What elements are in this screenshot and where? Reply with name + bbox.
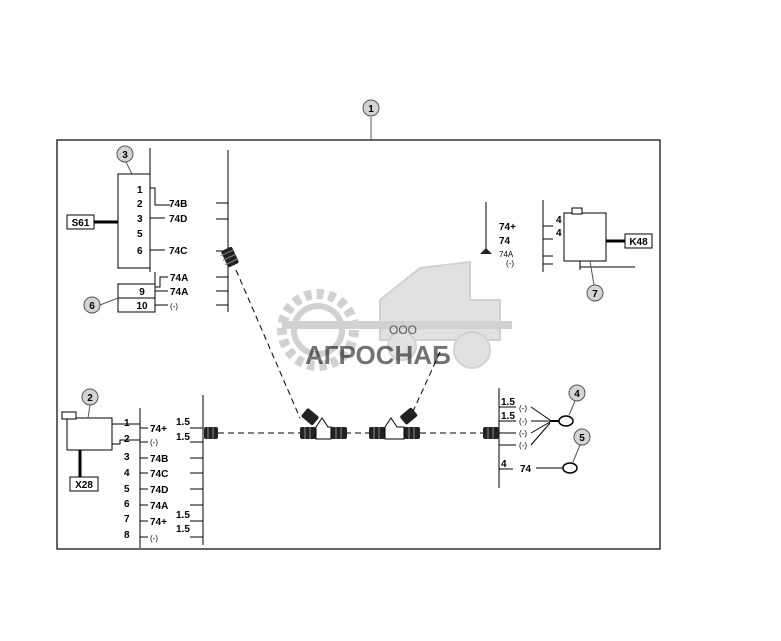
pin-label: 9 <box>139 287 145 298</box>
pin-label: 6 <box>124 499 130 510</box>
callout-3-label: 3 <box>122 150 128 161</box>
callout-1-label: 1 <box>368 104 374 115</box>
wire-label: 74A <box>170 273 188 284</box>
wire-size-label: 1.5 <box>501 397 515 408</box>
wire-label: 74D <box>169 214 187 225</box>
diagram-frame <box>56 139 661 550</box>
wire-label: 74+ <box>499 222 516 233</box>
harness-bar-right: 1.5 1.5 (-) (-) (-) (-) 4 74 4 5 <box>483 384 591 488</box>
harness-bar-top-left <box>216 150 239 312</box>
callout-1: 1 <box>362 99 380 140</box>
wire-label: 74A <box>150 501 168 512</box>
wire-size-label: 1.5 <box>176 432 190 443</box>
watermark-prefix: ООО <box>389 323 417 337</box>
watermark-logo <box>277 260 512 371</box>
wire-label: (-) <box>150 438 158 447</box>
tag-s61-label: S61 <box>72 218 90 229</box>
wire-label: 74 <box>499 236 511 247</box>
pin-label: 1 <box>124 418 130 429</box>
wire-label: 74B <box>169 199 187 210</box>
wire-label: (-) <box>506 259 514 268</box>
pin-label: 4 <box>556 215 562 226</box>
wire-size-label: 1.5 <box>176 510 190 521</box>
harness-bar-bottom-left: 1.5 1.5 1.5 1.5 <box>176 395 218 545</box>
wire-label: 74 <box>520 464 532 475</box>
wire-label: (-) <box>150 534 158 543</box>
callout-4-label: 4 <box>574 389 580 400</box>
wire-size-label: 1.5 <box>176 524 190 535</box>
pin-label: 5 <box>124 484 130 495</box>
wire-size-label: 1.5 <box>176 417 190 428</box>
y-splice-right <box>369 407 420 440</box>
tag-x28 <box>69 476 99 492</box>
pin-label: 4 <box>556 228 562 239</box>
wire-label: 74A <box>170 287 188 298</box>
pin-label: 1 <box>137 185 143 196</box>
watermark-brand: АГРОСНАБ <box>305 340 451 370</box>
wire-label: (-) <box>519 404 527 413</box>
callout-6-label: 6 <box>89 301 95 312</box>
ring-terminal-icon <box>558 415 574 427</box>
pin-label: 8 <box>124 530 130 541</box>
tag-k48 <box>624 233 653 249</box>
wire-label: (-) <box>519 441 527 450</box>
tag-x28-label: X28 <box>75 480 93 491</box>
pin-label: 4 <box>501 459 507 470</box>
pin-label: 10 <box>136 301 148 312</box>
wire-label: (-) <box>519 429 527 438</box>
wire-label: 74B <box>150 454 168 465</box>
callout-7-label: 7 <box>592 289 598 300</box>
wire-label: 74+ <box>150 424 167 435</box>
wire-label: 74C <box>169 246 187 257</box>
wire-sleeve <box>220 246 239 268</box>
ring-terminal-icon <box>562 462 578 474</box>
wire-label: (-) <box>519 417 527 426</box>
callout-2-label: 2 <box>87 393 93 404</box>
wire-sleeve <box>483 427 499 439</box>
pin-label: 7 <box>124 514 130 525</box>
pin-label: 3 <box>137 214 143 225</box>
connector-2: X28 2 1 2 3 4 5 6 7 8 74+ (-) 74B 74C 74… <box>61 388 168 548</box>
connector-6: 9 10 74A 74A (-) 6 <box>83 272 188 314</box>
wire-label: 74D <box>150 485 168 496</box>
pin-label: 5 <box>137 229 143 240</box>
wire-label: 74C <box>150 469 168 480</box>
harvester-icon <box>379 260 501 341</box>
pin-label: 4 <box>124 468 130 479</box>
pin-label: 6 <box>137 246 143 257</box>
callout-5-label: 5 <box>579 433 585 444</box>
tag-s61 <box>66 214 95 230</box>
tag-k48-label: K48 <box>629 237 648 248</box>
pin-label: 2 <box>137 199 143 210</box>
wire-label: 74+ <box>150 517 167 528</box>
pin-label: 3 <box>124 452 130 463</box>
wire-label: (-) <box>170 302 178 311</box>
harness-routing <box>218 269 483 434</box>
wire-size-label: 1.5 <box>501 411 515 422</box>
wire-sleeve <box>204 427 218 439</box>
gear-icon <box>277 289 359 371</box>
pin-label: 2 <box>124 434 130 445</box>
wire-label: 74A <box>499 250 514 259</box>
relay-7: 74+ 74 74A (-) 4 4 K48 7 <box>480 200 653 302</box>
y-splice-left <box>300 408 347 440</box>
connector-3: S61 3 1 2 3 5 6 74B 74D 74C <box>66 145 187 272</box>
